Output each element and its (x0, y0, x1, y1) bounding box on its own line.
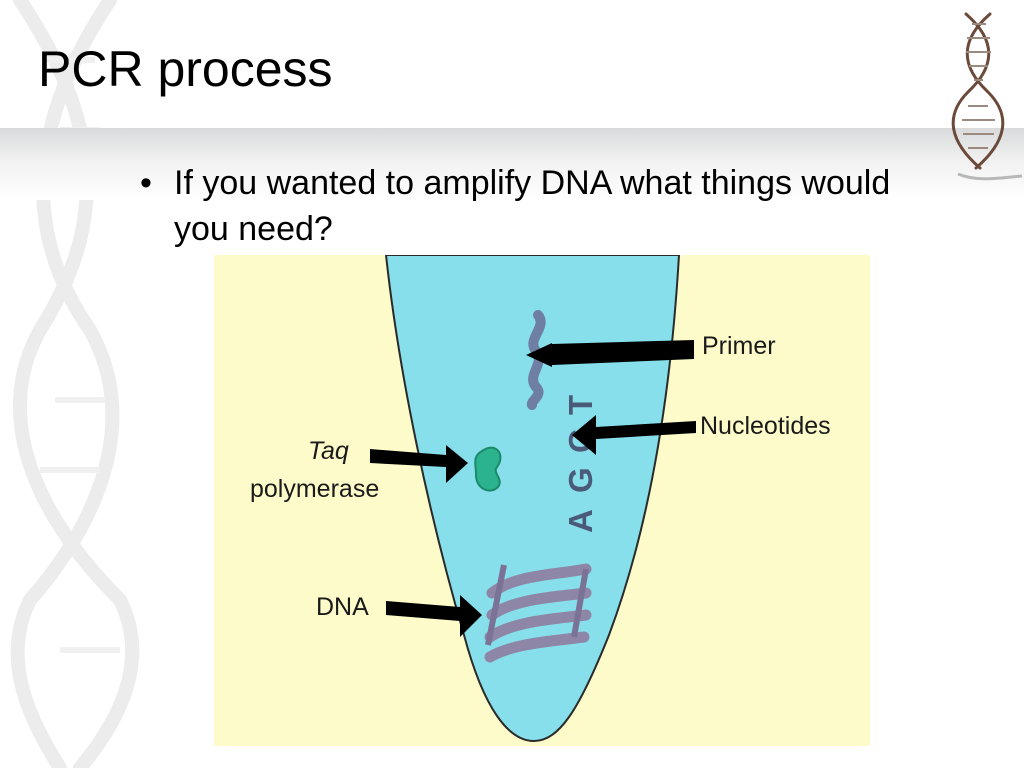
bullet-item: • If you wanted to amplify DNA what thin… (140, 160, 920, 252)
taq-arrow (370, 445, 468, 483)
base-letter: G (562, 467, 599, 493)
slide-title: PCR process (38, 41, 333, 97)
bullet-marker: • (140, 164, 152, 202)
dna-coil-icon (484, 563, 592, 663)
bullet-list: • If you wanted to amplify DNA what thin… (140, 160, 920, 252)
header-band (0, 128, 1024, 200)
label-dna: DNA (316, 593, 369, 621)
nucleotides-arrow (572, 415, 696, 455)
pcr-tube (384, 255, 681, 743)
label-taq: Taq (308, 437, 349, 465)
label-polymerase: polymerase (250, 475, 379, 503)
arrows (370, 340, 696, 637)
bullet-text: If you wanted to amplify DNA what things… (174, 164, 891, 248)
label-primer: Primer (702, 332, 776, 360)
primer-arrow (526, 340, 694, 367)
pcr-tube-diagram: A G C T Primer Nucleotides Taq polymeras… (214, 255, 870, 746)
base-letter: A (562, 509, 599, 533)
dna-arrow (386, 595, 482, 637)
background-helix-icon (10, 0, 140, 768)
corner-dna-helix-icon (951, 12, 1023, 181)
label-nucleotides: Nucleotides (700, 412, 831, 440)
taq-polymerase-icon (474, 446, 502, 492)
base-letter: T (562, 395, 599, 415)
primer-strand-icon (526, 310, 546, 410)
